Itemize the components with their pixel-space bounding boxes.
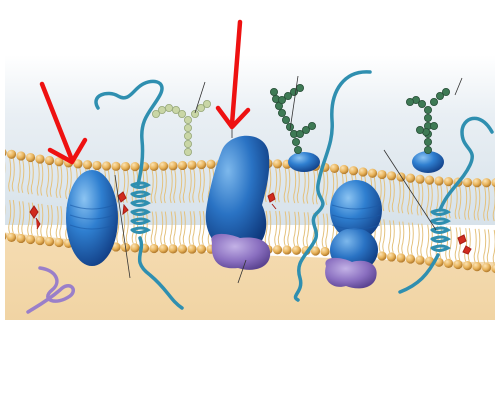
- transmembrane-alpha-helix-protein-right: [398, 116, 494, 294]
- transmembrane-protein-chain: [293, 70, 372, 302]
- cytoplasm: [5, 232, 495, 320]
- peripheral-protein-right: [325, 257, 377, 289]
- transmembrane-alpha-helix-protein: [94, 79, 184, 310]
- large-integral-protein: [205, 135, 270, 253]
- glycoprotein-right: [405, 88, 450, 173]
- integral-protein-left: [66, 170, 118, 266]
- pointer-arrow-left: [39, 81, 88, 165]
- integral-protein-left-body: [66, 170, 118, 266]
- pointer-arrow-center: [215, 19, 251, 130]
- large-integral-protein-body: [205, 135, 270, 253]
- glycolipid: [151, 100, 211, 156]
- glycoprotein: [269, 84, 320, 172]
- leader-line: [383, 149, 437, 231]
- leader-line: [237, 259, 247, 284]
- leader-line: [114, 174, 131, 279]
- leader-line: [194, 81, 206, 114]
- cholesterol: [29, 191, 472, 255]
- leader-line: [289, 75, 299, 131]
- leader-line: [454, 77, 463, 96]
- membrane-scene: [5, 55, 495, 320]
- cytoskeleton-filament: [26, 266, 75, 314]
- peripheral-protein: [211, 233, 271, 270]
